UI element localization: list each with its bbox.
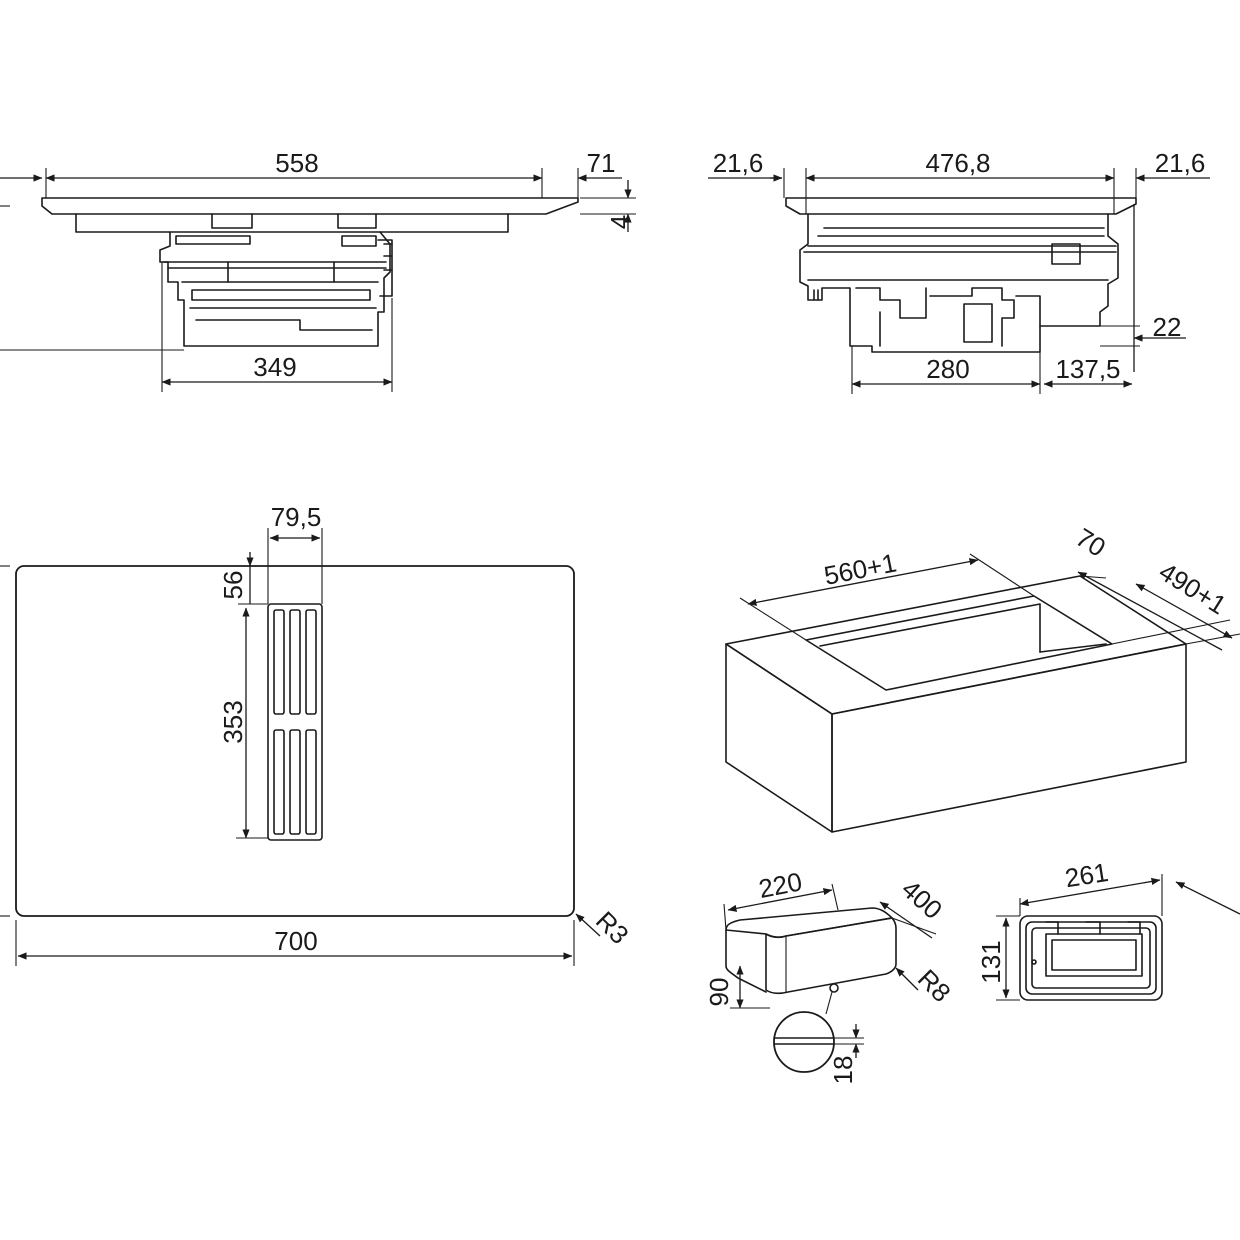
side-elevation-view: 21,6 476,8 21,6 22 280 137,5: [708, 148, 1210, 394]
dim-400-line: [879, 901, 933, 939]
label-560: 560+1: [822, 547, 899, 590]
label-r8: R8: [912, 963, 957, 1008]
dim-r3-leader: [575, 913, 601, 937]
label-18: 18: [828, 1056, 858, 1085]
flange-view: 261 131: [976, 857, 1240, 1001]
side-glass-top: [785, 197, 1137, 215]
label-261: 261: [1063, 857, 1111, 893]
label-4: 4: [605, 215, 635, 229]
label-280: 280: [926, 354, 969, 384]
label-4768: 476,8: [925, 148, 990, 178]
duct-view: 220 400 90 R8 18: [704, 866, 957, 1084]
label-220: 220: [756, 866, 804, 904]
label-22: 22: [1153, 312, 1182, 342]
countertop-cutout-view: 560+1 70 490+1: [725, 522, 1240, 833]
label-131: 131: [976, 940, 1006, 983]
dim-261-line: [1019, 877, 1161, 907]
hob-frame-notch-left: [211, 213, 253, 229]
vent-grille: [267, 603, 323, 841]
label-353: 353: [218, 700, 248, 743]
front-elevation-view: 558 71 4 349: [0, 148, 636, 392]
dim-r8-leader: [895, 967, 919, 991]
label-1375: 137,5: [1055, 354, 1120, 384]
label-700: 700: [274, 926, 317, 956]
hob-frame-notch-right: [337, 213, 377, 229]
detail-circle: [773, 1011, 835, 1073]
label-r3: R3: [590, 905, 635, 950]
box-front: [725, 643, 833, 833]
label-71: 71: [587, 148, 616, 178]
dim-560-line: [747, 558, 979, 606]
label-490: 490+1: [1154, 556, 1232, 620]
hob-plan-outline: [15, 565, 575, 917]
label-349: 349: [253, 352, 296, 382]
duct-front: [765, 917, 897, 995]
box-right: [831, 643, 1187, 833]
label-216-right: 21,6: [1155, 148, 1206, 178]
cutout-opening: [805, 595, 1113, 691]
detail-callout-dot: [829, 983, 839, 993]
flange-outer: [1019, 915, 1163, 1001]
plan-view: 79,5 56 353 700 R3: [0, 502, 635, 966]
hob-under-frame: [75, 213, 509, 233]
dim-220-line: [727, 888, 833, 912]
label-90: 90: [704, 978, 734, 1007]
label-216-left: 21,6: [713, 148, 764, 178]
flange-inner-frame: [1045, 933, 1143, 977]
label-558: 558: [275, 148, 318, 178]
box-top: [725, 575, 1187, 715]
side-body: [799, 213, 1119, 353]
hob-glass-top: [41, 197, 579, 215]
motor-assembly: [159, 231, 393, 347]
label-795: 79,5: [271, 502, 322, 532]
label-70: 70: [1071, 522, 1111, 563]
label-400: 400: [896, 874, 948, 925]
label-56: 56: [218, 571, 248, 600]
